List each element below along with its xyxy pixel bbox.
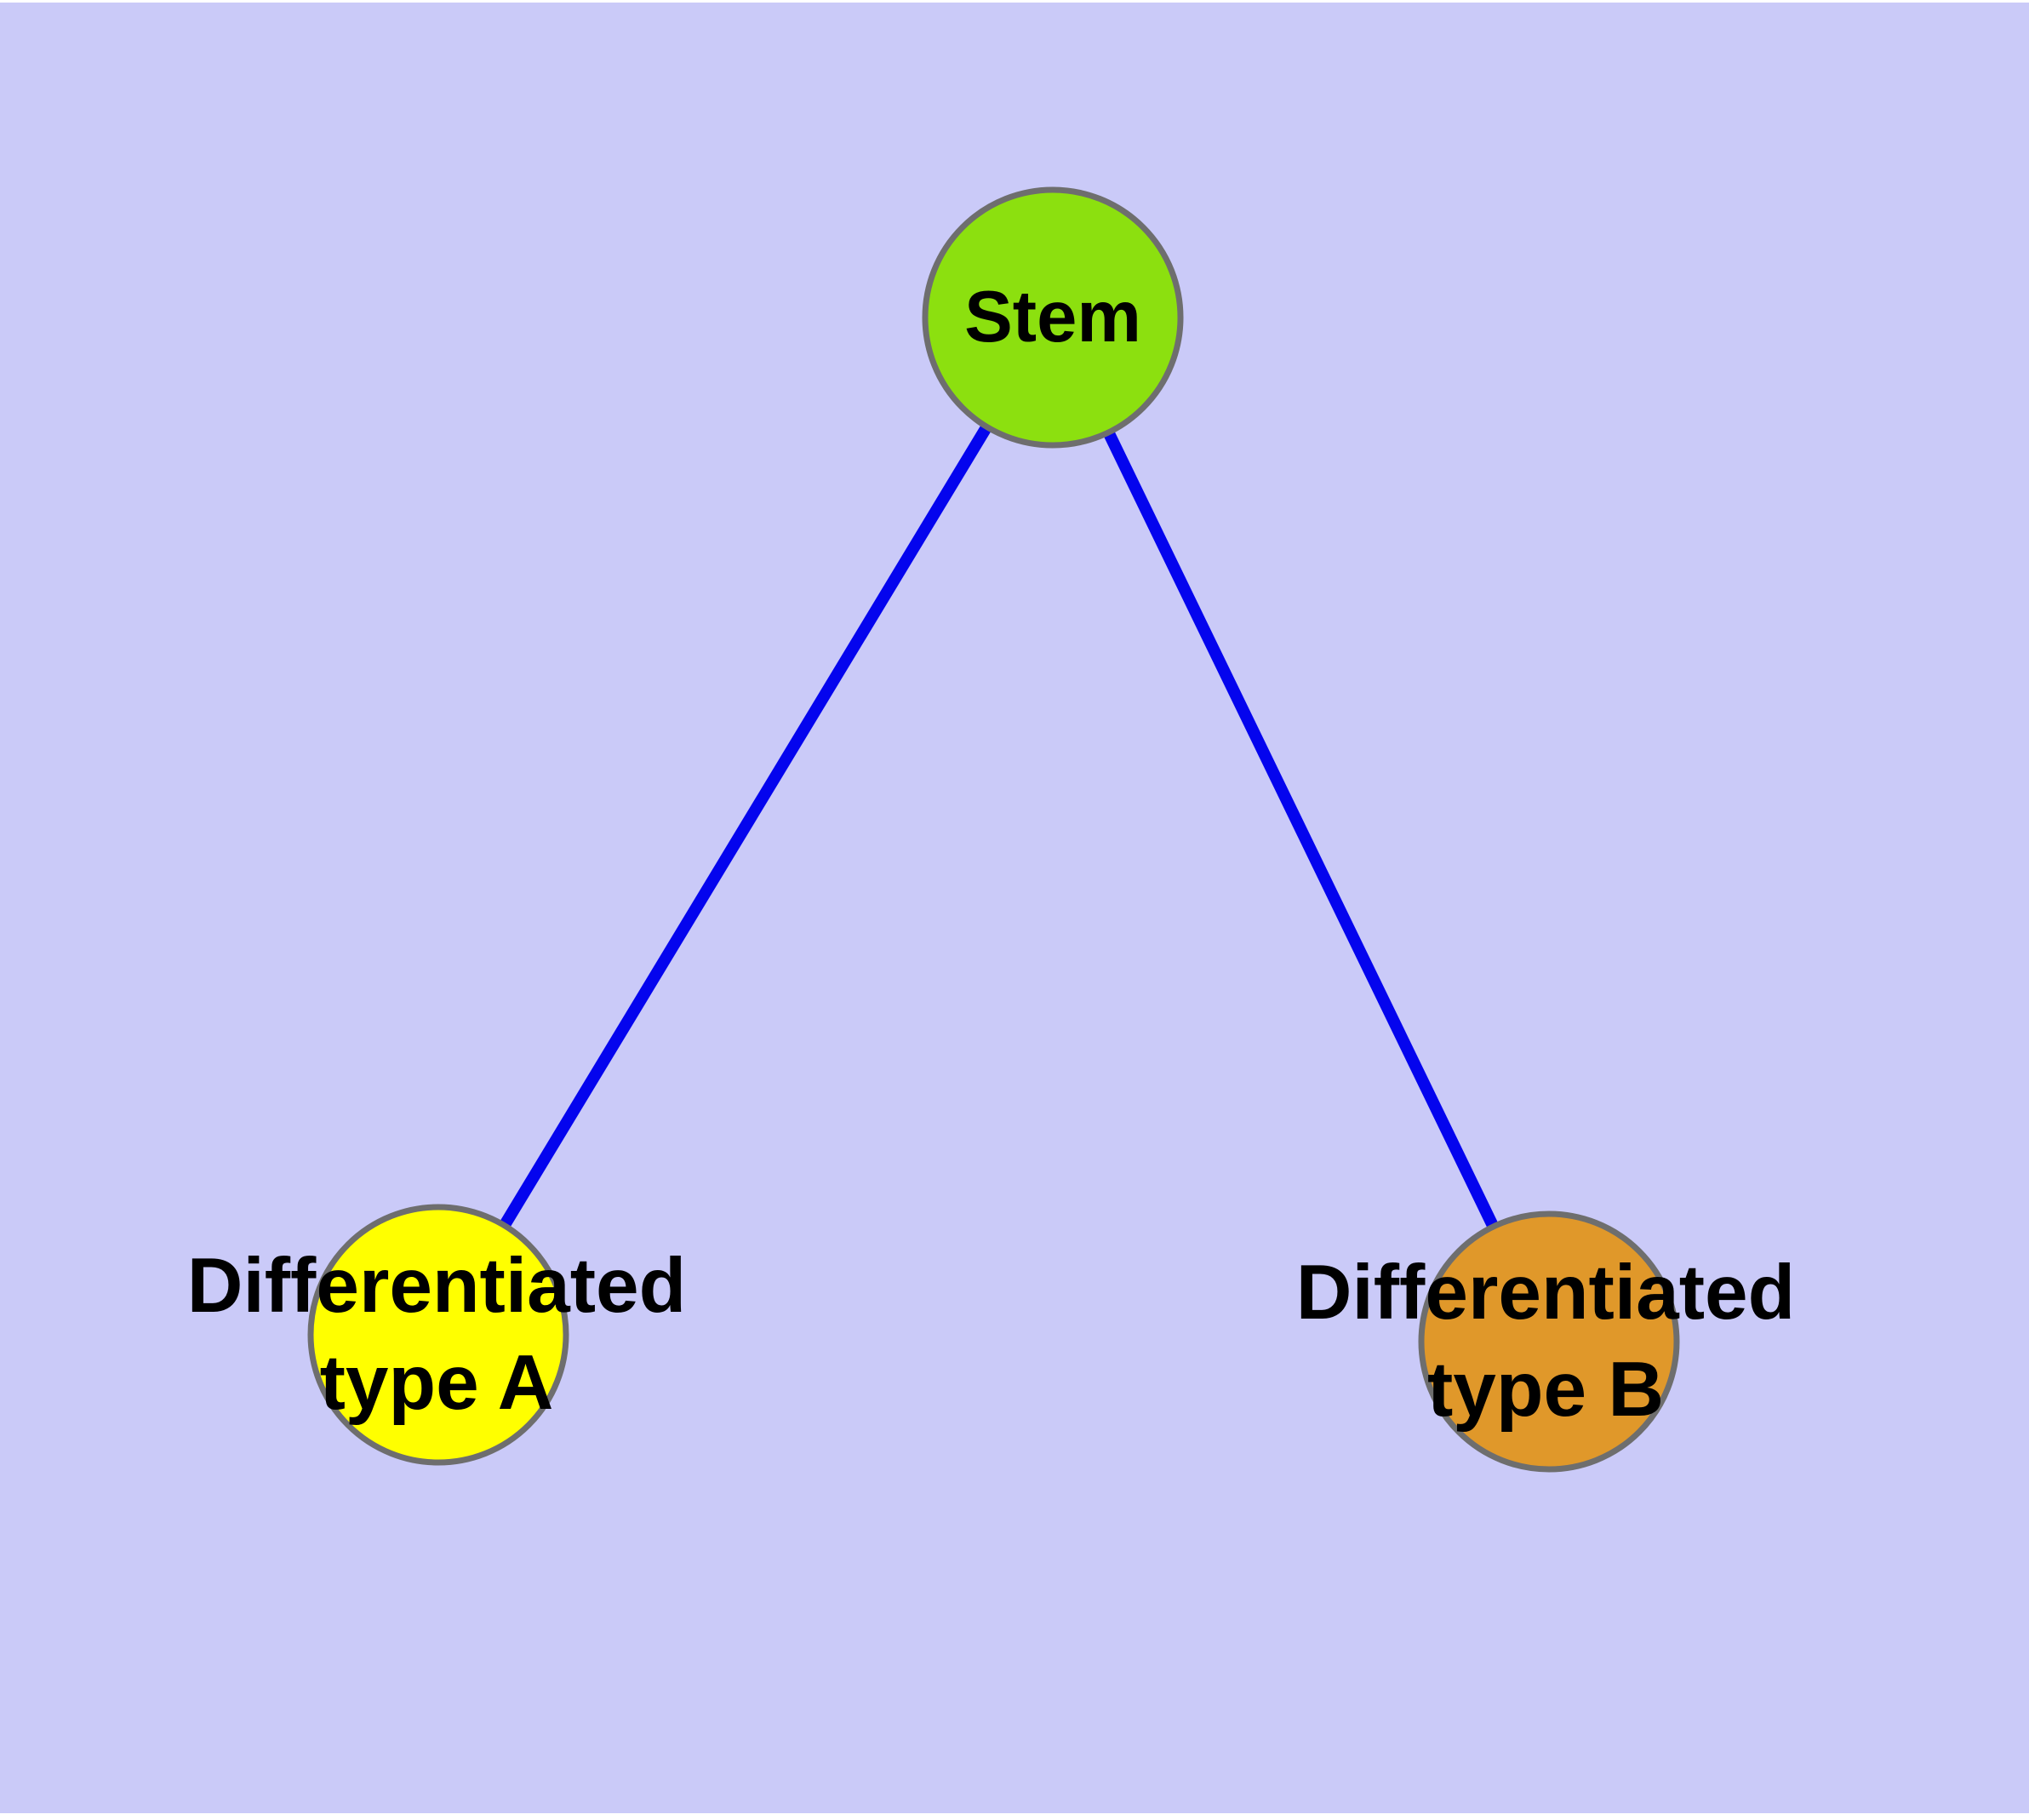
edge-stem-to-type-a [433, 314, 1058, 1338]
edge-stem-to-type-b [1047, 314, 1555, 1345]
node-type-b-circle [1418, 1210, 1680, 1473]
node-label-stem: Stem [964, 272, 1141, 363]
node-stem-circle [922, 186, 1184, 449]
node-label-type-a: Differentiated type A [187, 1238, 687, 1432]
node-label-type-a-line-1: Differentiated [186, 1243, 687, 1329]
node-type-a-circle [307, 1204, 569, 1466]
node-label-stem-line: Stem [964, 277, 1141, 358]
node-label-type-a-line-2: type A [319, 1340, 554, 1426]
node-label-type-b-line-1: Differentiated [1295, 1250, 1796, 1336]
node-label-type-b: Differentiated type B [1296, 1245, 1796, 1439]
node-label-type-b-line-2: type B [1426, 1347, 1665, 1433]
